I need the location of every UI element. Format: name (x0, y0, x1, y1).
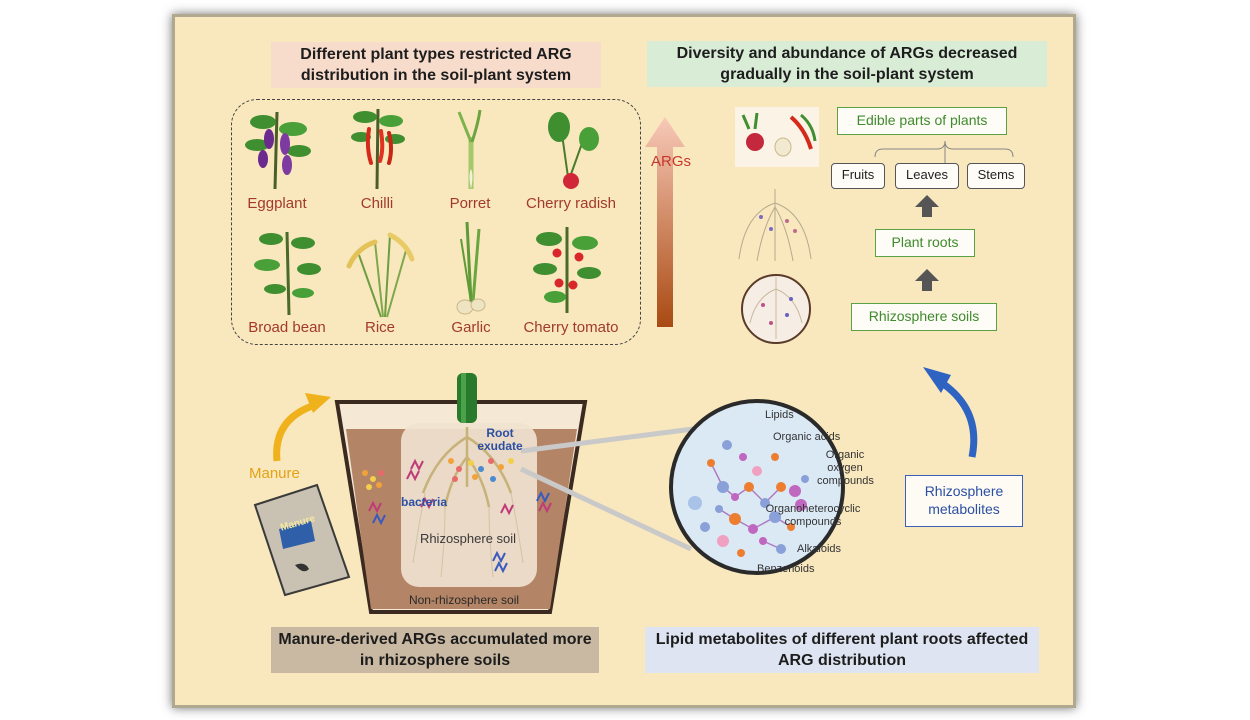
metabolite-class-label: Benzenoids (757, 563, 815, 575)
metabolite-class-label: Organoheterocyclic compounds (765, 503, 861, 528)
porret-illustration (457, 109, 482, 189)
metabolite-lens (669, 399, 845, 575)
plant-label: Eggplant (247, 195, 307, 212)
heading-diversity: Diversity and abundance of ARGs decrease… (647, 41, 1047, 87)
figure-frame: Different plant types restricted ARG dis… (172, 14, 1076, 708)
chilli-illustration (351, 108, 405, 190)
cherry-radish-illustration (548, 112, 599, 189)
bacteria-label: bacteria (401, 495, 448, 509)
plant-label: Cherry tomato (523, 319, 619, 336)
plant-label: Broad bean (248, 319, 326, 336)
broad-bean-illustration (254, 231, 321, 316)
rhizosphere-soil-label: Rhizosphere soil (419, 531, 517, 546)
cherry-tomato-illustration (533, 227, 601, 313)
rhizosphere-soils-box: Rhizosphere soils (851, 303, 997, 331)
heading-lipid: Lipid metabolites of different plant roo… (645, 627, 1039, 673)
up-arrow-icon (915, 195, 939, 217)
args-label: ARGs (651, 153, 692, 170)
part-box-fruits: Fruits (831, 163, 885, 189)
plant-label: Rice (364, 319, 395, 336)
blue-arrow-icon (923, 367, 951, 393)
plant-label: Chilli (360, 195, 394, 212)
heading-manure: Manure-derived ARGs accumulated more in … (271, 627, 599, 673)
rice-illustration (346, 232, 415, 318)
manure-label: Manure (249, 465, 300, 482)
args-arrow (645, 117, 685, 327)
plant-label: Garlic (451, 319, 491, 336)
illustrations (245, 107, 1014, 614)
edible-parts-box: Edible parts of plants (837, 107, 1007, 135)
metabolite-class-label: Organic acids (773, 431, 841, 443)
non-rhizosphere-soil-label: Non-rhizosphere soil (408, 593, 520, 607)
up-arrow-icon (915, 269, 939, 291)
part-box-leaves: Leaves (895, 163, 959, 189)
garlic-illustration (456, 221, 486, 315)
part-box-stems: Stems (967, 163, 1025, 189)
metabolite-class-label: Alkaloids (797, 543, 842, 555)
heading-plant-types: Different plant types restricted ARG dis… (271, 42, 601, 88)
yellow-arrow-icon (305, 393, 331, 413)
plant-roots-box: Plant roots (875, 229, 975, 257)
plant-label: Porret (449, 195, 491, 212)
rhizosphere-metabolites-box: Rhizosphere metabolites (905, 475, 1023, 527)
metabolite-class-label: Organic oxygen compounds (817, 449, 874, 487)
root-illustration (738, 189, 812, 262)
root-exudate-label: Root exudate (477, 426, 523, 453)
metabolite-class-label: Lipids (765, 409, 794, 421)
eggplant-illustration (245, 111, 311, 190)
plant-types-box (231, 99, 641, 345)
plant-label: Cherry radish (525, 195, 617, 212)
